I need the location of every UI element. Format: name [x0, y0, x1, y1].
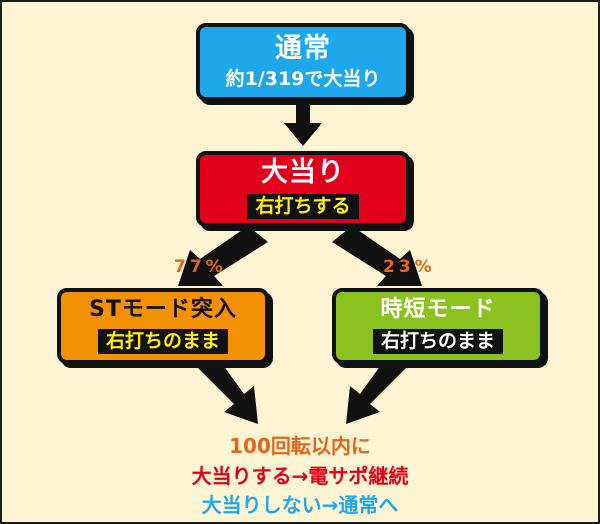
jackpot-tag: 右打ちする [247, 194, 359, 219]
arrow-jackpot-to-jitan [332, 226, 422, 286]
jitan-mode-tag: 右打ちのまま [372, 328, 503, 354]
arrow-st-to-result [198, 358, 258, 424]
arrow-normal-to-jackpot [284, 105, 322, 146]
st-mode-tag: 右打ちのまま [97, 328, 228, 354]
normal-state-box: 通常 約1/319で大当り [196, 23, 410, 101]
normal-title: 通常 [275, 33, 331, 64]
normal-probability: 約1/319で大当り [225, 68, 381, 90]
jitan-mode-box: 時短モード 右打ちのまま [332, 288, 544, 364]
arrow-jackpot-to-st [178, 226, 268, 286]
result-hit: 大当りする→電サポ継続 [191, 464, 409, 488]
st-mode-title: STモード突入 [89, 296, 237, 322]
st-probability: 77% [174, 257, 227, 277]
jackpot-box: 大当り 右打ちする [196, 151, 410, 227]
result-miss: 大当りしない→通常へ [201, 493, 399, 517]
st-mode-box: STモード突入 右打ちのまま [57, 288, 269, 364]
jitan-mode-title: 時短モード [380, 296, 496, 322]
arrow-jitan-to-result [346, 358, 406, 424]
jackpot-title: 大当り [261, 157, 345, 188]
jitan-probability: 23% [383, 257, 436, 277]
result-condition: 100回転以内に [229, 434, 371, 458]
